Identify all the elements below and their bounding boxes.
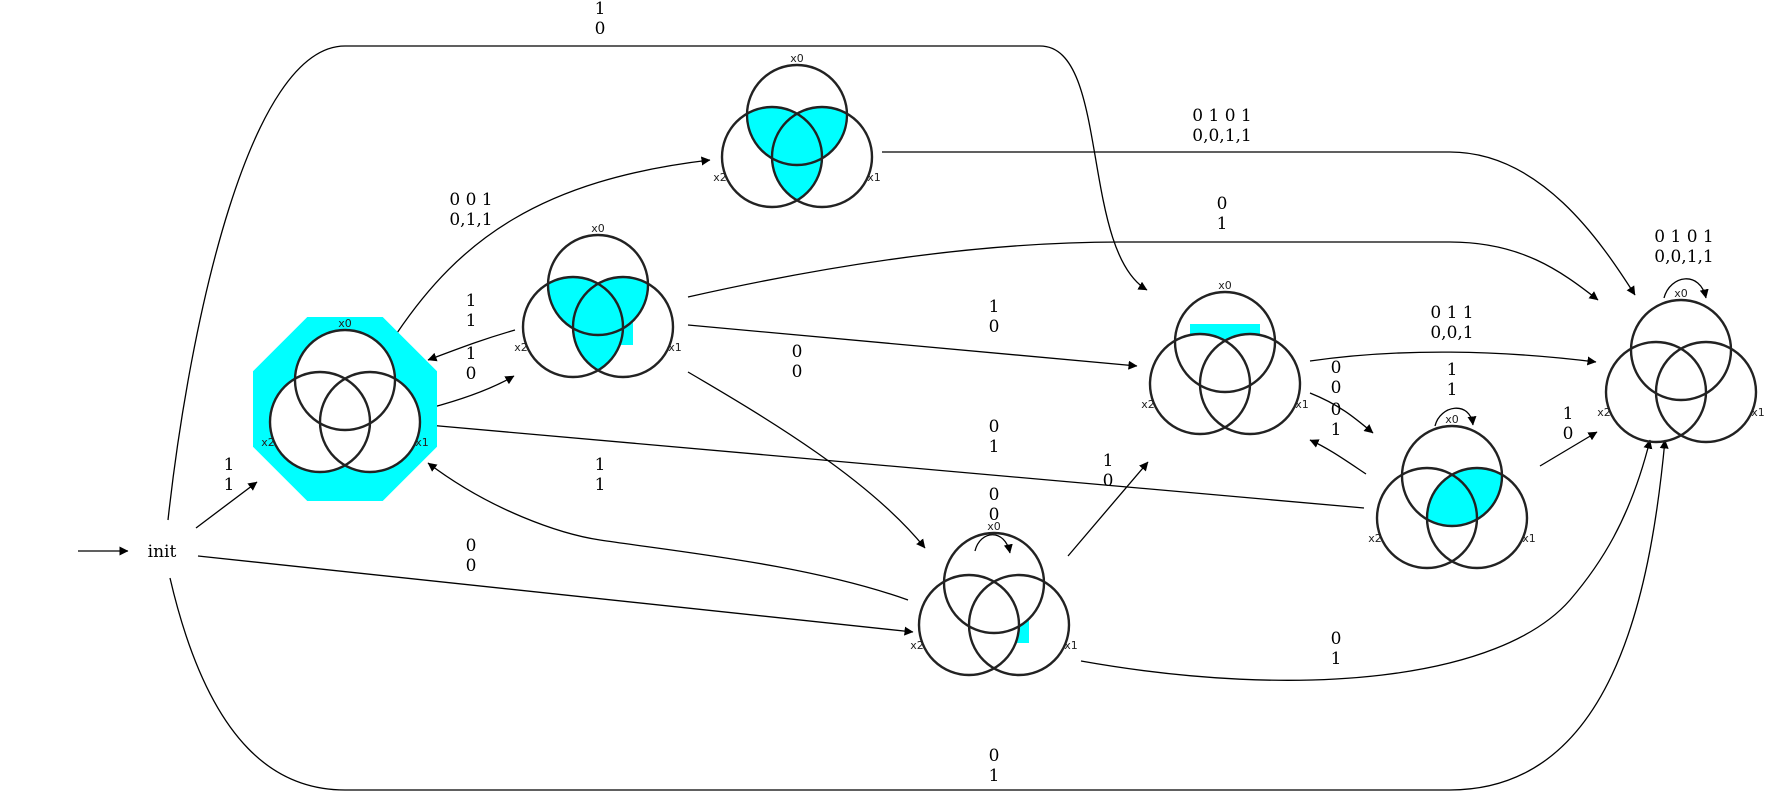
edge-7 <box>687 324 1138 370</box>
edge-8 <box>687 371 926 549</box>
venn-circle-x1 <box>318 370 422 474</box>
venn-label-x2: x2 <box>1368 532 1382 545</box>
state-s_all: x0 x1 x2 <box>253 317 437 501</box>
venn-label-x1: x1 <box>1751 406 1765 419</box>
venn-label-x1: x1 <box>668 341 682 354</box>
venn-circle-x1 <box>1425 466 1529 570</box>
venn-circle-x0 <box>745 63 849 167</box>
edge-4 <box>396 156 711 334</box>
venn-label-x2: x2 <box>514 341 528 354</box>
venn-circle-x1 <box>967 573 1071 677</box>
venn-label-x0: x0 <box>591 222 605 235</box>
venn-label-x1: x1 <box>1295 398 1309 411</box>
venn-circle-x1 <box>1198 332 1302 436</box>
venn-circle-x2 <box>1604 340 1708 444</box>
venn-label-x0: x0 <box>1218 279 1232 292</box>
edge-19 <box>1067 461 1149 557</box>
states: x0 x1 x2 x0 x1 x2 x0 x1 x2 x0 x1 x2 x0 x1 x2 x0 x1 x2 x0 x1… <box>253 52 1765 677</box>
venn-label-x2: x2 <box>261 436 275 449</box>
edge-5 <box>427 329 516 362</box>
edge-0 <box>167 45 1148 521</box>
edge-17 <box>427 462 909 601</box>
venn-circle-x0 <box>293 328 397 432</box>
venn-region-x0x1 <box>1427 468 1502 526</box>
venn-label-x0: x0 <box>338 317 352 330</box>
venn-label-x0: x0 <box>1674 287 1688 300</box>
venn-region-x0x1x2 <box>573 277 623 335</box>
venn-label-x0: x0 <box>1445 413 1459 426</box>
edge-20 <box>1080 439 1653 681</box>
venn-label-x1: x1 <box>1522 532 1536 545</box>
state-s_x0x1_x0x2_x1x2: x0 x1 x2 <box>713 52 881 209</box>
edge-21 <box>169 439 1669 791</box>
edge-1 <box>882 151 1636 296</box>
venn-circle-x2 <box>720 105 824 209</box>
venn-circle-x2 <box>1375 466 1479 570</box>
venn-label-x2: x2 <box>1597 406 1611 419</box>
init-label: init <box>148 542 177 562</box>
edge-9 <box>1309 351 1597 366</box>
venn-circle-x0 <box>1400 424 1504 528</box>
edge-10 <box>1434 407 1477 427</box>
venn-label-x1: x1 <box>867 171 881 184</box>
venn-label-x0: x0 <box>790 52 804 65</box>
edge-18 <box>974 534 1013 554</box>
edge-11 <box>195 481 258 529</box>
venn-circle-x2 <box>521 275 625 379</box>
venn-circle-x1 <box>1654 340 1758 444</box>
edge-15 <box>1309 439 1367 475</box>
venn-circle-x0 <box>1173 290 1277 394</box>
venn-circle-x2 <box>1148 332 1252 436</box>
venn-circle-x0 <box>942 531 1046 635</box>
venn-circle-x1 <box>571 275 675 379</box>
edge-2 <box>687 241 1599 301</box>
edge-3 <box>1663 278 1709 299</box>
state-s_x0x1_only: x0 x1 x2 <box>1368 413 1536 570</box>
edge-13 <box>427 421 1365 509</box>
edges <box>78 45 1709 791</box>
venn-circle-x2 <box>917 573 1021 677</box>
venn-label-x1: x1 <box>1064 639 1078 652</box>
edge-16 <box>1539 431 1598 467</box>
venn-label-x2: x2 <box>713 171 727 184</box>
venn-label-x2: x2 <box>1141 398 1155 411</box>
edge-6 <box>429 375 515 409</box>
venn-label-x0: x0 <box>987 520 1001 533</box>
state-s_empty: x0 x1 x2 <box>1597 287 1765 444</box>
venn-circle-x0 <box>546 233 650 337</box>
venn-label-x1: x1 <box>415 436 429 449</box>
venn-circle-x2 <box>268 370 372 474</box>
venn-label-x2: x2 <box>910 639 924 652</box>
venn-circle-x0 <box>1629 298 1733 402</box>
edge-12 <box>197 555 914 636</box>
venn-region-x0x1x2 <box>772 107 822 165</box>
edge-14 <box>1309 392 1374 434</box>
state-s_x0x1_x0x2_x1x2_x1: x0 x1 x2 <box>514 222 682 379</box>
venn-circle-x1 <box>770 105 874 209</box>
